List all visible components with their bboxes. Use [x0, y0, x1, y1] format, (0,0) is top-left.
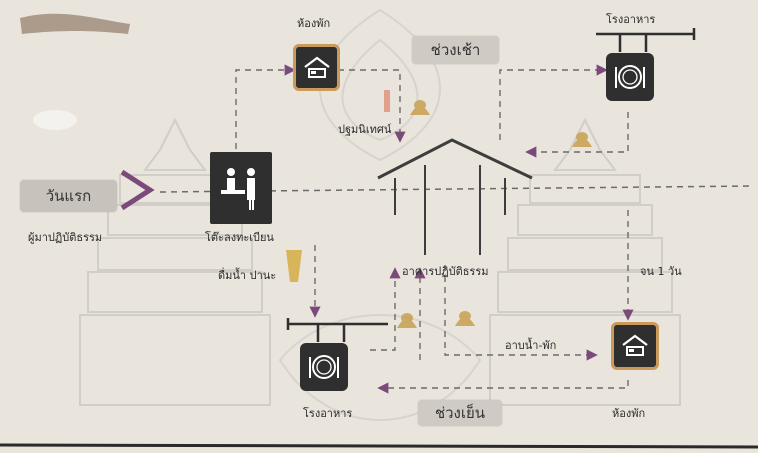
canteen-top-sign-bracket [596, 28, 696, 52]
plate-cutlery-icon [309, 355, 339, 379]
practice-intro-label: ปฐมนิเทศน์ [338, 123, 392, 136]
morning-pill: ช่วงเช้า [412, 36, 499, 64]
decorative-pagoda-left [79, 117, 271, 406]
canteen-top-label: โรงอาหาร [606, 13, 656, 26]
room-top-icon-box [293, 44, 340, 91]
until-one-day-label: จน 1 วัน [640, 265, 682, 278]
reception-desk-icon [221, 168, 255, 210]
canteen-bottom-label: โรงอาหาร [303, 407, 353, 420]
monk-figures [397, 100, 592, 328]
canteen-bottom-sign-bracket [286, 318, 388, 342]
hall-label: อาคารปฏิบัติธรรม [402, 265, 489, 278]
register-icon-box [210, 152, 272, 224]
bath-rest-label: อาบน้ำ-พัก [505, 339, 557, 352]
plate-cutlery-icon [615, 65, 645, 89]
arrive-label: ผู้มาปฏิบัติธรรม [28, 231, 103, 244]
room-bottom-icon-box [611, 322, 659, 370]
register-label: โต๊ะลงทะเบียน [205, 231, 274, 244]
hall-building [377, 138, 533, 255]
room-top-label: ห้องพัก [297, 17, 331, 30]
evening-pill: ช่วงเย็น [418, 400, 502, 426]
bed-icon [622, 334, 648, 356]
drink-label: ดื่มน้ำ ปานะ [218, 269, 277, 282]
candle-icon [384, 90, 390, 112]
drink-cup-icon [286, 250, 302, 282]
room-bottom-label: ห้องพัก [612, 407, 646, 420]
first-day-pill: วันแรก [20, 180, 117, 212]
canteen-top-icon-box [606, 53, 654, 101]
bed-icon [303, 56, 330, 78]
decorative-pagoda-right [489, 117, 681, 406]
canteen-bottom-icon-box [300, 343, 348, 391]
